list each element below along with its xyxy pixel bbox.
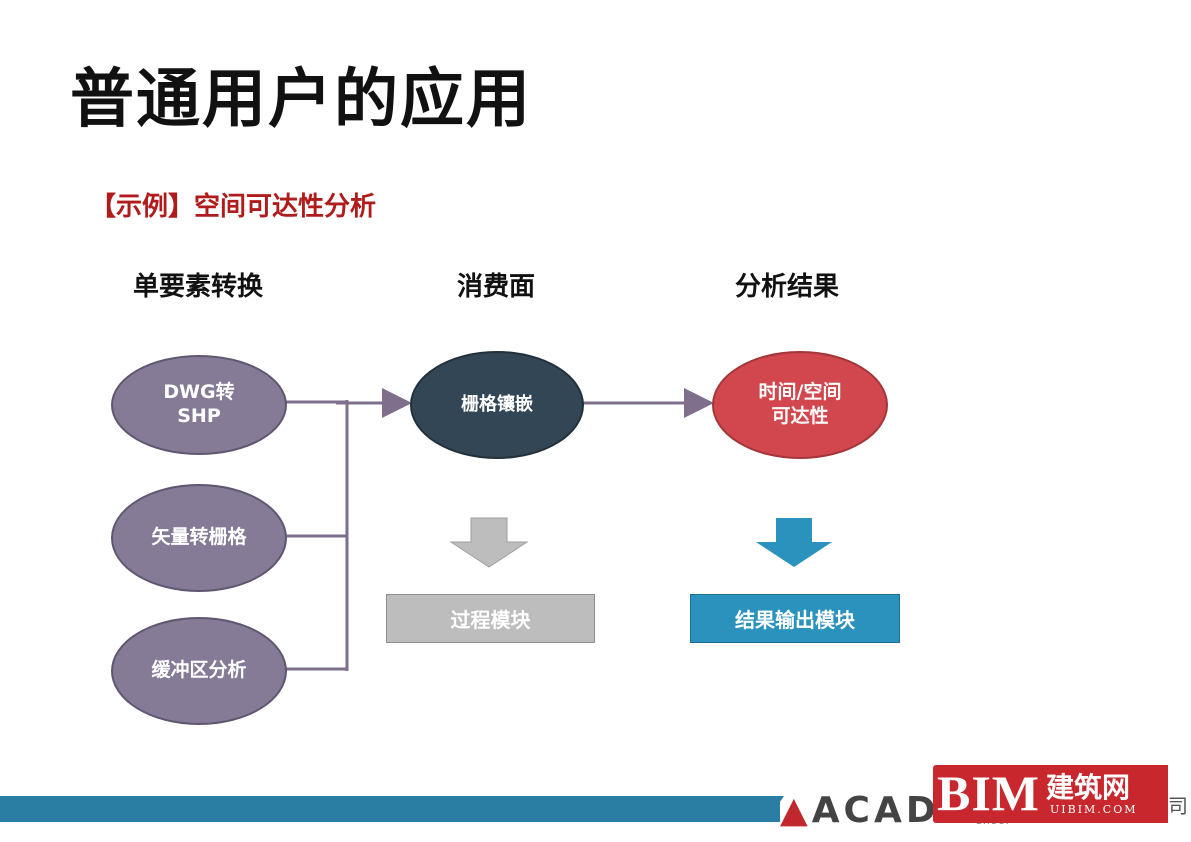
- node-dwg-to-shp-label: DWG转 SHP: [163, 381, 235, 427]
- column-header-analysis-result: 分析结果: [734, 272, 840, 302]
- site-name: 建筑网: [1046, 771, 1131, 804]
- footer-bar-slant: [760, 796, 784, 822]
- node-time-space-accessibility: 时间/空间 可达性: [712, 351, 888, 459]
- node-vector-to-raster: 矢量转栅格: [111, 484, 287, 592]
- node-buffer-analysis-label: 缓冲区分析: [151, 659, 247, 682]
- node-accessibility-label: 时间/空间 可达性: [758, 381, 842, 427]
- example-title: 【示例】空间可达性分析: [90, 192, 377, 222]
- output-module-label: 结果输出模块: [735, 608, 855, 632]
- site-url: UIBIM.COM: [1050, 803, 1138, 816]
- column-header-single-feature: 单要素转换: [132, 272, 264, 302]
- site-badge: [1040, 765, 1168, 823]
- process-module-box: 过程模块: [386, 594, 595, 643]
- slide-title: 普通用户的应用: [70, 63, 532, 137]
- node-buffer-analysis: 缓冲区分析: [111, 617, 287, 725]
- column-header-consumption-surface: 消费面: [456, 272, 536, 302]
- output-module-box: 结果输出模块: [690, 594, 900, 643]
- bim-logo-text: BIM: [937, 765, 1040, 821]
- process-down-arrow: [449, 517, 529, 568]
- acadg-triangle-icon: ▲: [780, 790, 812, 831]
- footer-bar: [0, 796, 780, 822]
- output-down-arrow: [756, 518, 832, 567]
- node-dwg-to-shp: DWG转 SHP: [111, 355, 287, 455]
- node-raster-mosaic: 栅格镶嵌: [410, 351, 584, 459]
- corner-char: 司: [1168, 794, 1188, 818]
- process-module-label: 过程模块: [450, 608, 531, 632]
- node-vector-to-raster-label: 矢量转栅格: [151, 526, 247, 549]
- node-raster-mosaic-label: 栅格镶嵌: [461, 393, 533, 415]
